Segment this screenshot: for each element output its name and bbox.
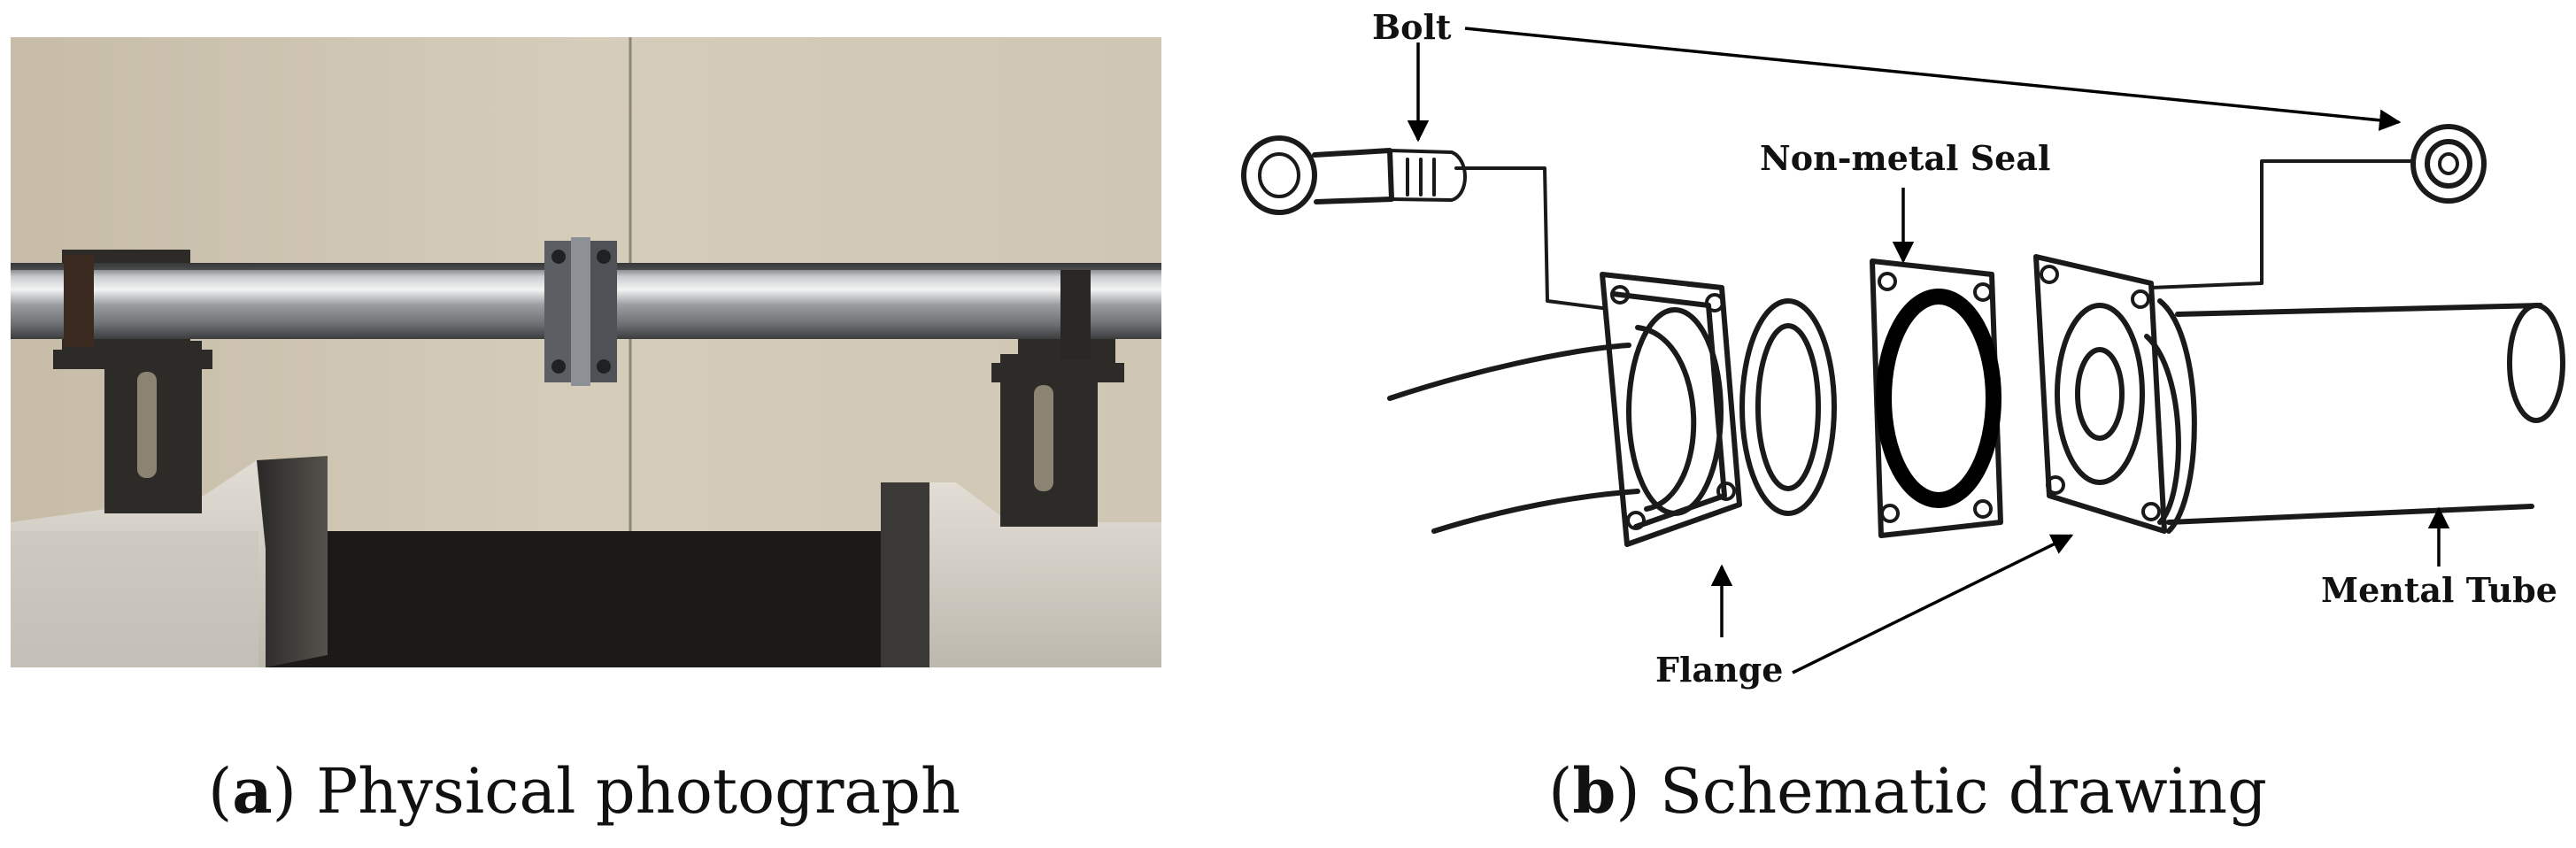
caption-b-key: b xyxy=(1572,754,1616,828)
right-support-block xyxy=(881,482,1161,667)
bolt-label: Bolt xyxy=(1372,7,1452,47)
flange-arrow-right xyxy=(1792,534,2074,675)
left-pipe-clamp xyxy=(64,255,94,347)
left-support-block xyxy=(11,456,328,667)
left-gasket xyxy=(1739,298,1837,516)
left-flange xyxy=(1600,272,1742,547)
left-tube xyxy=(1387,325,1697,534)
right-pipe-clamp xyxy=(1060,270,1091,358)
flange-label: Flange xyxy=(1655,650,1783,690)
photo-panel xyxy=(11,37,1161,667)
seal-label: Non-metal Seal xyxy=(1760,138,2050,178)
left-bolt xyxy=(1241,135,1604,310)
right-nut xyxy=(2149,124,2487,289)
bolt-arrow-right xyxy=(1464,27,2402,131)
caption-b-text: Schematic drawing xyxy=(1640,755,2267,828)
right-tube xyxy=(2144,303,2565,525)
tube-label: Mental Tube xyxy=(2321,570,2557,610)
schematic-panel: Bolt Non-metal Seal Flange Mental Tube xyxy=(1241,7,2565,690)
non-metal-seal xyxy=(1870,258,2003,538)
caption-a-key: a xyxy=(232,754,272,828)
right-bracket xyxy=(991,270,1124,527)
caption-b: (b) Schematic drawing xyxy=(1548,754,2267,828)
caption-a: (a) Physical photograph xyxy=(208,754,960,828)
photo-flange-joint xyxy=(544,237,617,386)
right-flange xyxy=(2033,254,2197,534)
caption-a-text: Physical photograph xyxy=(297,755,960,828)
